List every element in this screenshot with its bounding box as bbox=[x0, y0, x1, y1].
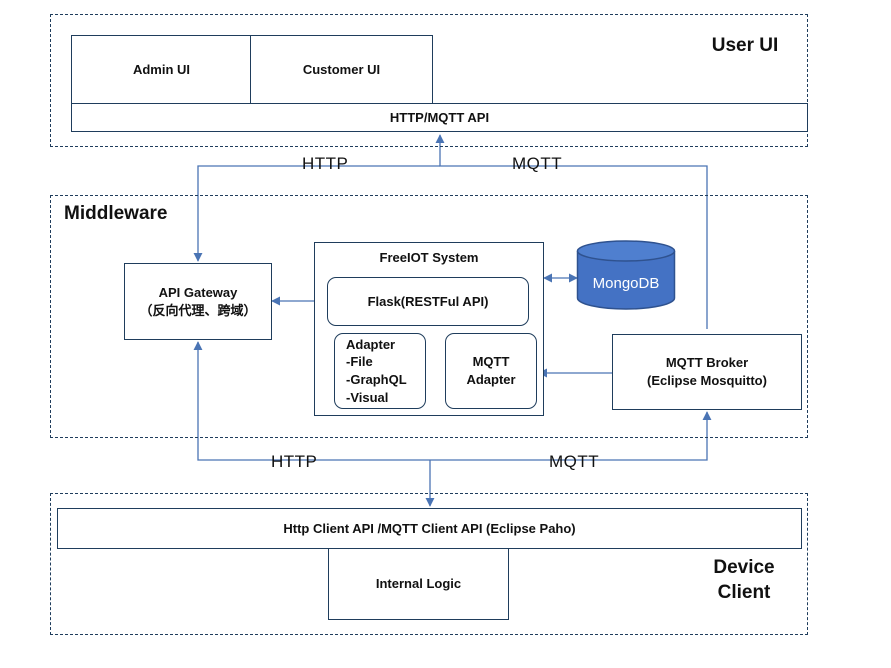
device-client-zone bbox=[50, 493, 808, 635]
flask-box: Flask(RESTFul API) bbox=[327, 277, 529, 326]
mongodb-label: MongoDB bbox=[592, 275, 660, 292]
bottom-mqtt-label: MQTT bbox=[549, 452, 600, 471]
client-api-box: Http Client API /MQTT Client API (Eclips… bbox=[57, 508, 802, 549]
api-gateway-box: API Gateway （反向代理、跨域） bbox=[124, 263, 272, 340]
mqtt-broker-box: MQTT Broker (Eclipse Mosquitto) bbox=[612, 334, 802, 410]
middleware-title: Middleware bbox=[64, 203, 168, 224]
adapter-box: Adapter -File -GraphQL -Visual bbox=[334, 333, 426, 409]
http-link-bottom bbox=[193, 341, 430, 461]
user-ui-zone bbox=[50, 14, 808, 147]
device-client-title: Device Client bbox=[713, 557, 775, 603]
customer-ui-box: Customer UI bbox=[250, 35, 433, 104]
middleware-zone bbox=[50, 195, 808, 438]
user-ui-title: User UI bbox=[711, 35, 779, 56]
mqtt-link-bottom bbox=[430, 411, 712, 461]
mqtt-link-top bbox=[435, 134, 708, 329]
top-mqtt-label: MQTT bbox=[512, 154, 563, 173]
top-http-label: HTTP bbox=[302, 154, 349, 173]
http-mqtt-api-box: HTTP/MQTT API bbox=[71, 103, 808, 132]
bottom-http-label: HTTP bbox=[271, 452, 318, 471]
internal-logic-box: Internal Logic bbox=[328, 548, 509, 620]
mongodb-cylinder bbox=[576, 240, 676, 310]
admin-ui-box: Admin UI bbox=[71, 35, 252, 104]
http-link-top bbox=[193, 165, 440, 262]
mqtt-adapter-box: MQTT Adapter bbox=[445, 333, 537, 409]
